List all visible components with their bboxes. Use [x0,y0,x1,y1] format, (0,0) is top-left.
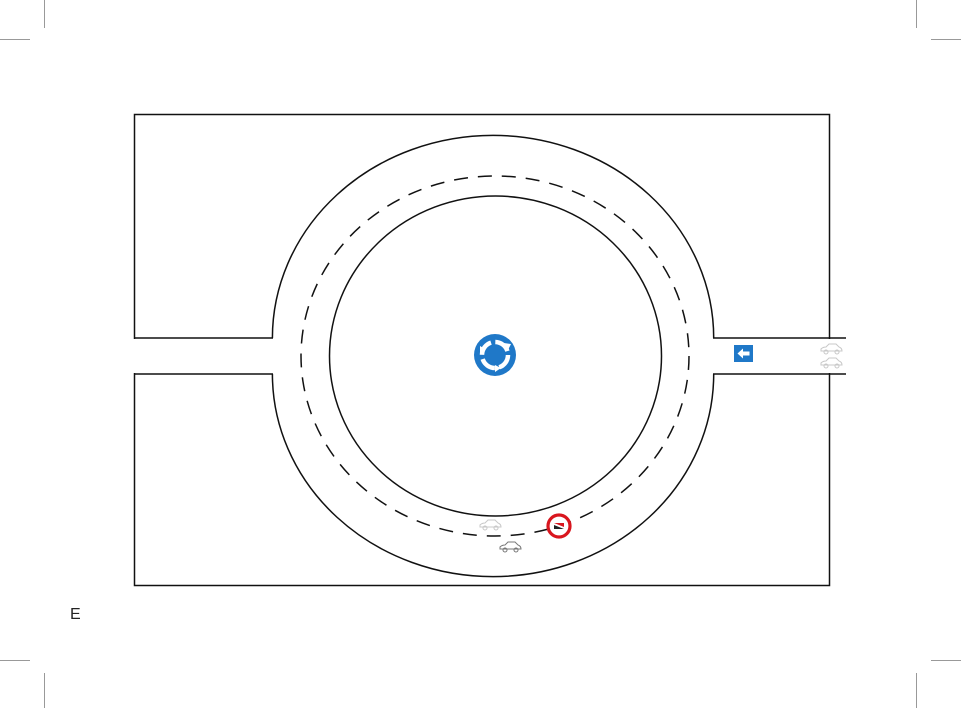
car-icon [820,343,843,355]
outer-ring-bottom [271,373,715,578]
roundabout-sign-icon [474,334,516,376]
outer-ring-top [271,134,715,339]
page-corner-label: E [70,606,81,623]
central-island [328,195,663,517]
no-entry-sign-icon [546,513,572,539]
lane-divider [300,175,690,537]
car-icon [820,357,843,369]
right-road-opening [825,339,835,373]
left-arrow-sign-icon [734,345,753,362]
car-icon [499,541,522,553]
car-icon [479,519,502,531]
left-road-opening [130,339,140,373]
